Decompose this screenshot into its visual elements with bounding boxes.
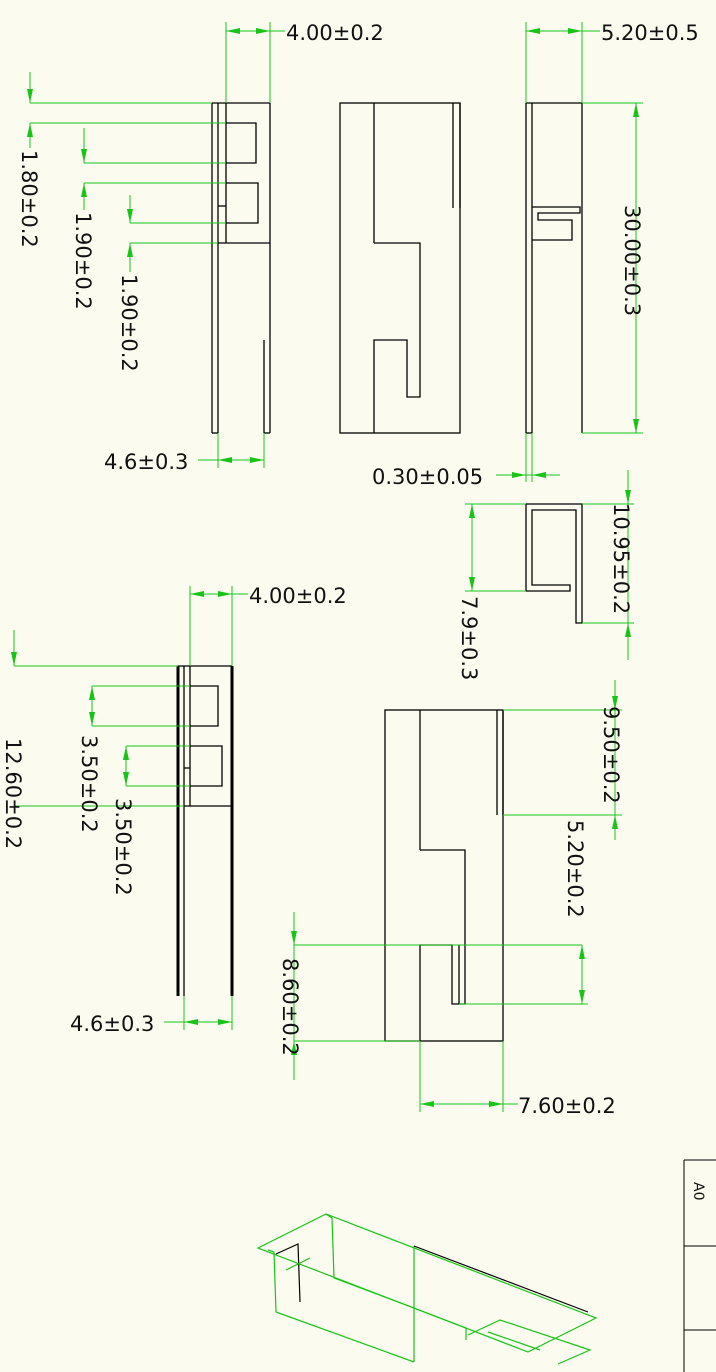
view5-part-outline bbox=[384, 709, 504, 1042]
dim-view4-width: 4.00±0.2 bbox=[249, 584, 347, 608]
view4-dimension-labels: 4.00±0.2 12.60±0.2 3.50±0.2 3.50±0.2 4.6… bbox=[1, 584, 347, 1036]
dim-view3-width: 5.20±0.5 bbox=[601, 21, 699, 45]
dim-view5-top: 9.50±0.2 bbox=[599, 706, 623, 804]
section-dimension-lines bbox=[465, 470, 634, 660]
dim-view3-thickness: 0.30±0.05 bbox=[372, 465, 483, 489]
dim-view1-slot1: 1.90±0.2 bbox=[71, 212, 95, 310]
dim-view5-width: 7.60±0.2 bbox=[518, 1094, 616, 1118]
dim-view5-step: 5.20±0.2 bbox=[563, 820, 587, 918]
dim-view4-height: 12.60±0.2 bbox=[1, 738, 25, 849]
section-part-outline bbox=[525, 503, 583, 624]
dim-view1-slot2: 1.90±0.2 bbox=[117, 274, 141, 372]
dim-section-height: 10.95±0.2 bbox=[609, 503, 633, 614]
view3-dimension-lines bbox=[496, 22, 643, 482]
dim-view1-width: 4.00±0.2 bbox=[286, 21, 384, 45]
dim-section-width: 7.9±0.3 bbox=[457, 596, 481, 680]
dim-view1-bottom: 4.6±0.3 bbox=[104, 450, 188, 474]
dim-view5-notch: 8.60±0.2 bbox=[278, 958, 302, 1056]
view4-part-outline bbox=[176, 665, 234, 996]
dim-view1-height: 1.80±0.2 bbox=[17, 150, 41, 248]
view3-part-outline bbox=[525, 102, 583, 434]
view1-dimension-labels: 4.00±0.2 1.80±0.2 1.90±0.2 1.90±0.2 4.6±… bbox=[17, 21, 384, 474]
title-block: A0 bbox=[683, 1159, 716, 1372]
view5-dimension-lines bbox=[291, 680, 622, 1112]
view1-dimension-lines bbox=[27, 22, 285, 468]
view2-part-outline bbox=[339, 102, 461, 434]
section-dimension-labels: 10.95±0.2 7.9±0.3 bbox=[457, 503, 633, 680]
isometric-view bbox=[256, 1213, 598, 1365]
dim-view4-bottom: 4.6±0.3 bbox=[70, 1012, 154, 1036]
view1-part-outline bbox=[211, 102, 271, 434]
view3-dimension-labels: 5.20±0.5 30.00±0.3 0.30±0.05 bbox=[372, 21, 699, 489]
dim-view3-length: 30.00±0.3 bbox=[620, 205, 644, 316]
dim-view4-slot1: 3.50±0.2 bbox=[77, 735, 101, 833]
dim-view4-slot2: 3.50±0.2 bbox=[111, 798, 135, 896]
sheet-size-label: A0 bbox=[690, 1182, 706, 1200]
view5-dimension-labels: 9.50±0.2 5.20±0.2 8.60±0.2 7.60±0.2 bbox=[278, 706, 623, 1118]
view4-dimension-lines bbox=[11, 586, 248, 1030]
